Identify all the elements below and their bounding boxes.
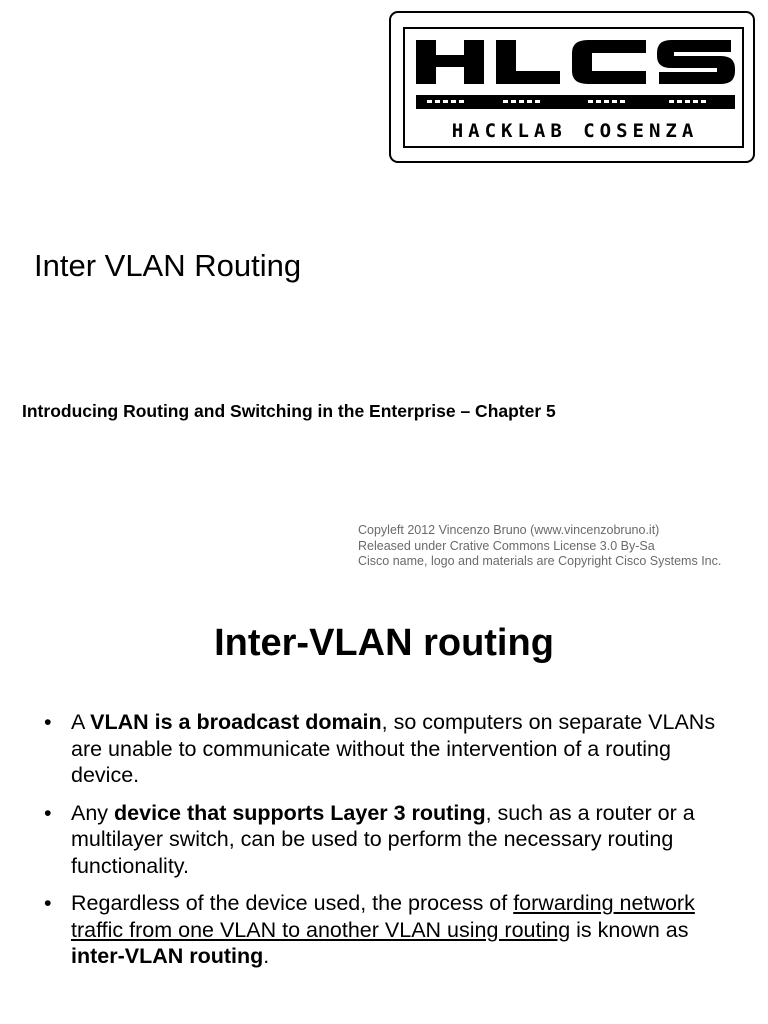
bullet-item-definition: • Regardless of the device used, the pro… [44, 890, 744, 970]
bullet-text: A [71, 710, 91, 734]
trademark-line: Cisco name, logo and materials are Copyr… [358, 554, 722, 568]
bullet-text: is known as [570, 917, 689, 942]
bullet-text: . [263, 944, 270, 968]
bullet-emphasis: VLAN is a broadcast domain [90, 710, 382, 734]
logo-letter-h [416, 40, 484, 84]
logo-port-bar [416, 95, 735, 109]
logo-letter-l [496, 40, 560, 84]
slide-title: Inter-VLAN routing [214, 622, 554, 664]
bullet-marker: • [44, 710, 52, 734]
hlcs-logo: HACKLAB COSENZA [389, 11, 755, 163]
logo-letter-s [657, 40, 735, 84]
bullet-list: • A VLAN is a broadcast domain, so compu… [44, 709, 744, 981]
hlcs-logo-graphic: HACKLAB COSENZA [416, 40, 735, 142]
presentation-subtitle: Introducing Routing and Switching in the… [22, 401, 556, 421]
bullet-item-broadcast-domain: • A VLAN is a broadcast domain, so compu… [44, 709, 744, 789]
bullet-underlined-text: forwarding network traffic from one VLAN… [71, 891, 695, 942]
logo-tagline: HACKLAB COSENZA [452, 120, 699, 142]
bullet-text: , so computers on separate VLANs are una… [71, 710, 716, 787]
license-line: Released under Crative Commons License 3… [358, 538, 655, 553]
logo-letter-c [572, 40, 646, 84]
hlcs-logo-inner-frame: HACKLAB COSENZA [403, 27, 744, 148]
presentation-title: Inter VLAN Routing [34, 248, 302, 283]
copyright-notice: Copyleft 2012 Vincenzo Bruno (www.vincen… [358, 523, 721, 570]
bullet-text: Regardless of the device used, the proce… [71, 891, 514, 915]
copyright-line: Copyleft 2012 Vincenzo Bruno (www.vincen… [358, 523, 660, 537]
bullet-item-layer3-device: • Any device that supports Layer 3 routi… [44, 800, 744, 880]
bullet-emphasis: inter-VLAN routing [71, 944, 264, 968]
bullet-text: , such as a router or a multilayer switc… [71, 800, 695, 878]
logo-port-dots [427, 100, 706, 103]
bullet-marker: • [44, 800, 52, 825]
bullet-marker: • [44, 891, 52, 915]
bullet-emphasis: device that supports Layer 3 routing [114, 800, 486, 825]
bullet-text: Any [71, 800, 115, 825]
